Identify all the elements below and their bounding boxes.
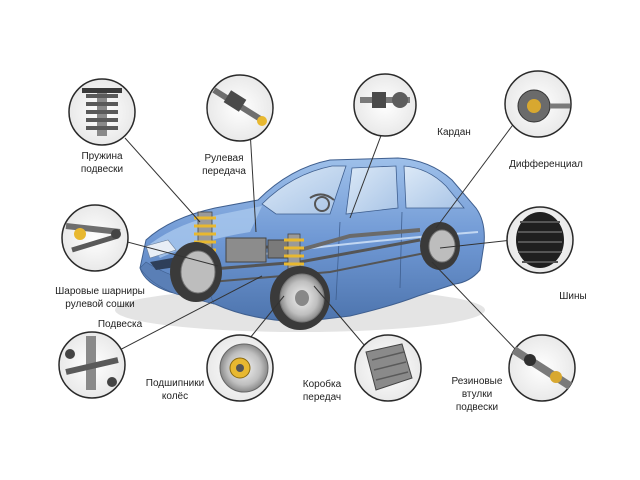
differential-icon (517, 89, 570, 123)
cardan-shaft-icon (360, 92, 410, 108)
label-steering-line2: передача (202, 166, 246, 177)
steering-gear-icon (212, 87, 267, 126)
callout-wheel-bearings (206, 334, 274, 402)
label-gearbox-line1: Коробка (302, 379, 342, 390)
label-ball-joints-line2: рулевой сошки (65, 299, 135, 310)
callout-suspension (58, 331, 126, 399)
label-ball-joints-line1: Шаровые шарниры (55, 286, 145, 297)
label-gearbox: Коробка передач (292, 378, 352, 404)
callout-steering (206, 74, 274, 142)
windshield (261, 165, 347, 215)
ball-joint-icon (65, 223, 121, 253)
coil-spring-icon (82, 88, 122, 136)
label-wheel-bearings-line2: колёс (161, 391, 189, 402)
label-spring-line1: Пружина (81, 151, 123, 162)
chassis-cutaway (199, 193, 441, 283)
label-gearbox-line2: передач (302, 392, 342, 403)
label-cardan-line1: Кардан (437, 127, 471, 138)
label-cardan: Кардан (424, 126, 484, 139)
label-bushings-line1: Резиновые (451, 376, 503, 387)
label-suspension-line1: Подвеска (97, 319, 143, 330)
callout-differential (504, 70, 572, 138)
label-suspension: Подвеска (90, 318, 150, 331)
label-differential-line1: Дифференциал (509, 159, 583, 170)
label-bushings: Резиновые втулки подвески (444, 375, 510, 414)
callout-bushings (508, 334, 576, 402)
label-spring: Пружина подвески (72, 150, 132, 176)
side-window-front (345, 165, 399, 215)
bushing-icon (511, 346, 573, 390)
label-steering: Рулевая передача (194, 152, 254, 178)
label-differential: Дифференциал (506, 158, 586, 171)
wheel-front-left (170, 242, 222, 302)
label-bushings-line3: подвески (455, 402, 499, 413)
callout-tires (506, 206, 574, 274)
callout-spring (68, 78, 136, 146)
callout-gearbox (354, 334, 422, 402)
label-wheel-bearings: Подшипники колёс (140, 377, 210, 403)
side-window-rear (403, 165, 465, 209)
label-tires: Шины (548, 290, 598, 303)
gearbox-icon (365, 343, 413, 391)
car (115, 157, 485, 332)
label-bushings-line2: втулки (461, 389, 493, 400)
brake-disc-icon (219, 343, 269, 393)
leader-lines (109, 121, 519, 356)
label-steering-line1: Рулевая (204, 153, 244, 164)
tire-icon (516, 212, 564, 268)
label-wheel-bearings-line1: Подшипники (145, 378, 205, 389)
label-ball-joints: Шаровые шарниры рулевой сошки (50, 285, 150, 311)
label-spring-line2: подвески (80, 164, 124, 175)
callout-cardan (353, 73, 417, 137)
suspension-arm-icon (65, 336, 119, 390)
callout-ball-joints (61, 204, 129, 272)
wheel-rear (420, 222, 460, 270)
wheel-front-right-disc (270, 266, 330, 330)
label-tires-line1: Шины (559, 291, 587, 302)
